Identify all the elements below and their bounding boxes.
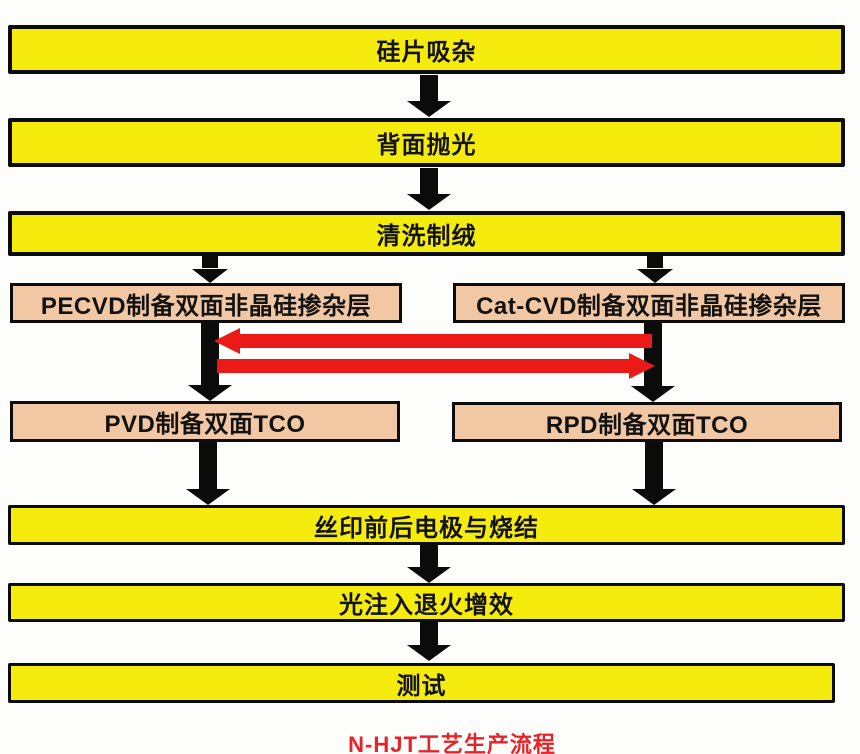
arrow-head — [407, 194, 451, 210]
flow-step-cleaning-texturing: 清洗制绒 — [8, 211, 845, 256]
arrow-shaft — [647, 256, 663, 268]
flow-step-light-soaking: 光注入退火增效 — [8, 583, 845, 622]
flow-step-testing: 测试 — [8, 663, 835, 703]
arrow-shaft — [202, 256, 218, 268]
arrow-pvd-to-screenprint-icon — [186, 442, 230, 505]
flow-step-cat-cvd: Cat-CVD制备双面非晶硅掺杂层 — [453, 283, 845, 323]
flow-step-pecvd: PECVD制备双面非晶硅掺杂层 — [10, 283, 402, 323]
arrow-head — [637, 269, 673, 283]
flow-step-rpd-tco: RPD制备双面TCO — [452, 402, 842, 442]
arrow-head — [629, 353, 655, 379]
arrow-shaft — [645, 442, 663, 490]
flow-step-pvd-tco: PVD制备双面TCO — [10, 401, 400, 442]
arrow-polish-to-clean-icon — [407, 168, 451, 210]
flow-step-gettering: 硅片吸杂 — [8, 25, 845, 74]
arrow-shaft — [420, 545, 438, 568]
flow-step-back-polishing: 背面抛光 — [8, 118, 845, 167]
arrow-shaft — [217, 359, 631, 373]
arrow-clean-to-catcvd-icon — [633, 256, 677, 283]
arrow-head — [407, 101, 451, 117]
red-exchange-arrow-right-icon — [217, 353, 655, 379]
arrow-gettering-to-polish-icon — [407, 75, 451, 117]
diagram-caption: N-HJT工艺生产流程 — [348, 732, 556, 754]
arrow-head — [407, 645, 451, 661]
arrow-lightsoak-to-test-icon — [407, 622, 451, 661]
arrow-head — [186, 489, 230, 505]
arrow-head — [192, 269, 228, 283]
arrow-shaft — [420, 168, 438, 195]
arrow-screenprint-to-lightsoak-icon — [407, 545, 451, 583]
arrow-shaft — [420, 622, 438, 646]
arrow-head — [631, 386, 675, 402]
arrow-shaft — [420, 75, 438, 102]
arrow-head — [407, 567, 451, 583]
arrow-rpd-to-screenprint-icon — [632, 442, 676, 505]
arrow-head — [214, 328, 240, 354]
red-exchange-arrow-left-icon — [214, 328, 652, 354]
arrow-head — [632, 489, 676, 505]
arrow-head — [188, 385, 232, 401]
flow-step-screen-printing: 丝印前后电极与烧结 — [8, 505, 845, 545]
arrow-shaft — [238, 334, 652, 348]
arrow-shaft — [199, 442, 217, 490]
arrow-clean-to-pecvd-icon — [188, 256, 232, 283]
